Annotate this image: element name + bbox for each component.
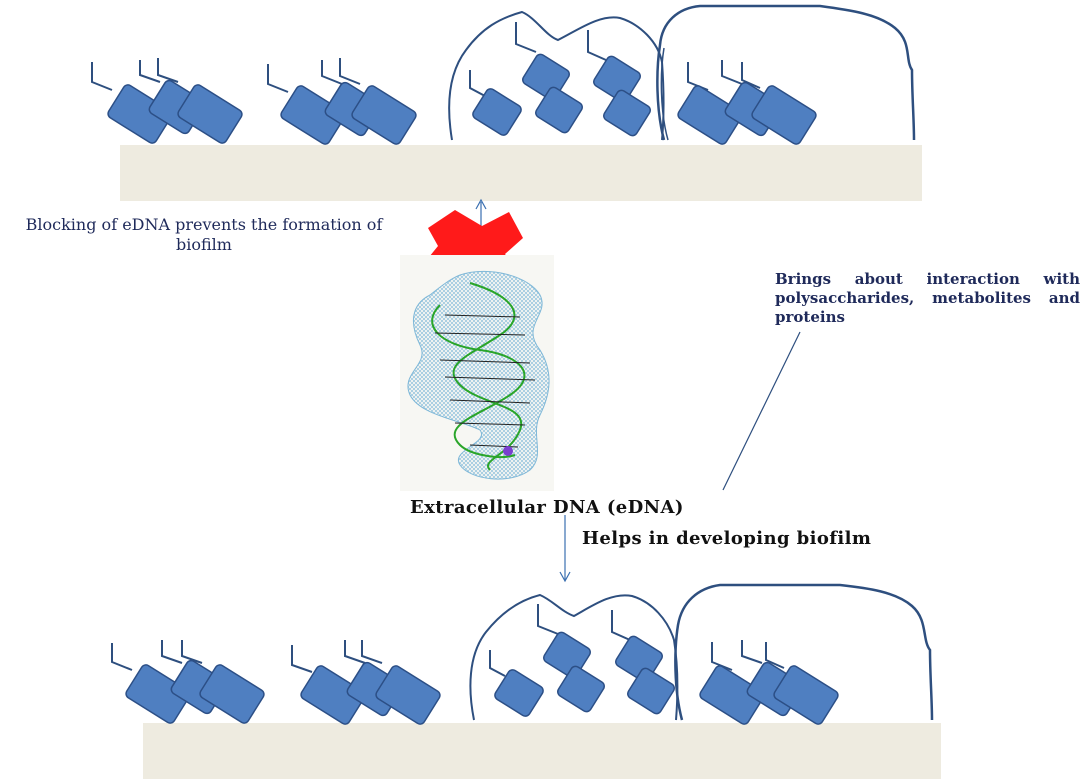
blocking-caption: Blocking of eDNA prevents the formation … xyxy=(25,215,383,254)
top-cell-cluster-4 xyxy=(677,60,817,145)
bottom-cell-cluster-1 xyxy=(111,640,265,724)
top-biofilm-panel xyxy=(91,4,922,201)
helps-caption: Helps in developing biofilm xyxy=(582,528,872,549)
top-cell-cluster-1 xyxy=(91,58,243,144)
dna-backbone xyxy=(431,282,526,471)
bottom-biofilm-panel xyxy=(111,583,941,779)
top-cell-cluster-3 xyxy=(469,22,651,137)
bottom-cell-cluster-2 xyxy=(291,640,441,725)
bottom-eps-matrix-outline-right xyxy=(674,583,934,721)
interaction-caption: Brings about interaction with polysaccha… xyxy=(775,270,1080,326)
dna-density-mesh xyxy=(407,271,550,480)
top-substrate xyxy=(120,145,922,201)
down-arrow xyxy=(559,515,571,583)
dna-metal-ion xyxy=(503,446,513,456)
bottom-eps-matrix-outline-left xyxy=(469,593,679,721)
bottom-substrate xyxy=(143,723,941,779)
bottom-cell-cluster-4 xyxy=(699,640,839,725)
edna-caption: Extracellular DNA (eDNA) xyxy=(410,497,684,518)
interaction-pointer-line xyxy=(722,331,801,491)
bottom-cell-cluster-3 xyxy=(489,604,675,717)
top-eps-matrix-inner-line xyxy=(660,47,669,141)
dna-helix-drawing xyxy=(407,271,550,480)
dna-double-helix-image xyxy=(400,255,554,491)
top-eps-matrix-outline-right xyxy=(656,4,916,141)
top-cell-cluster-2 xyxy=(267,58,417,145)
